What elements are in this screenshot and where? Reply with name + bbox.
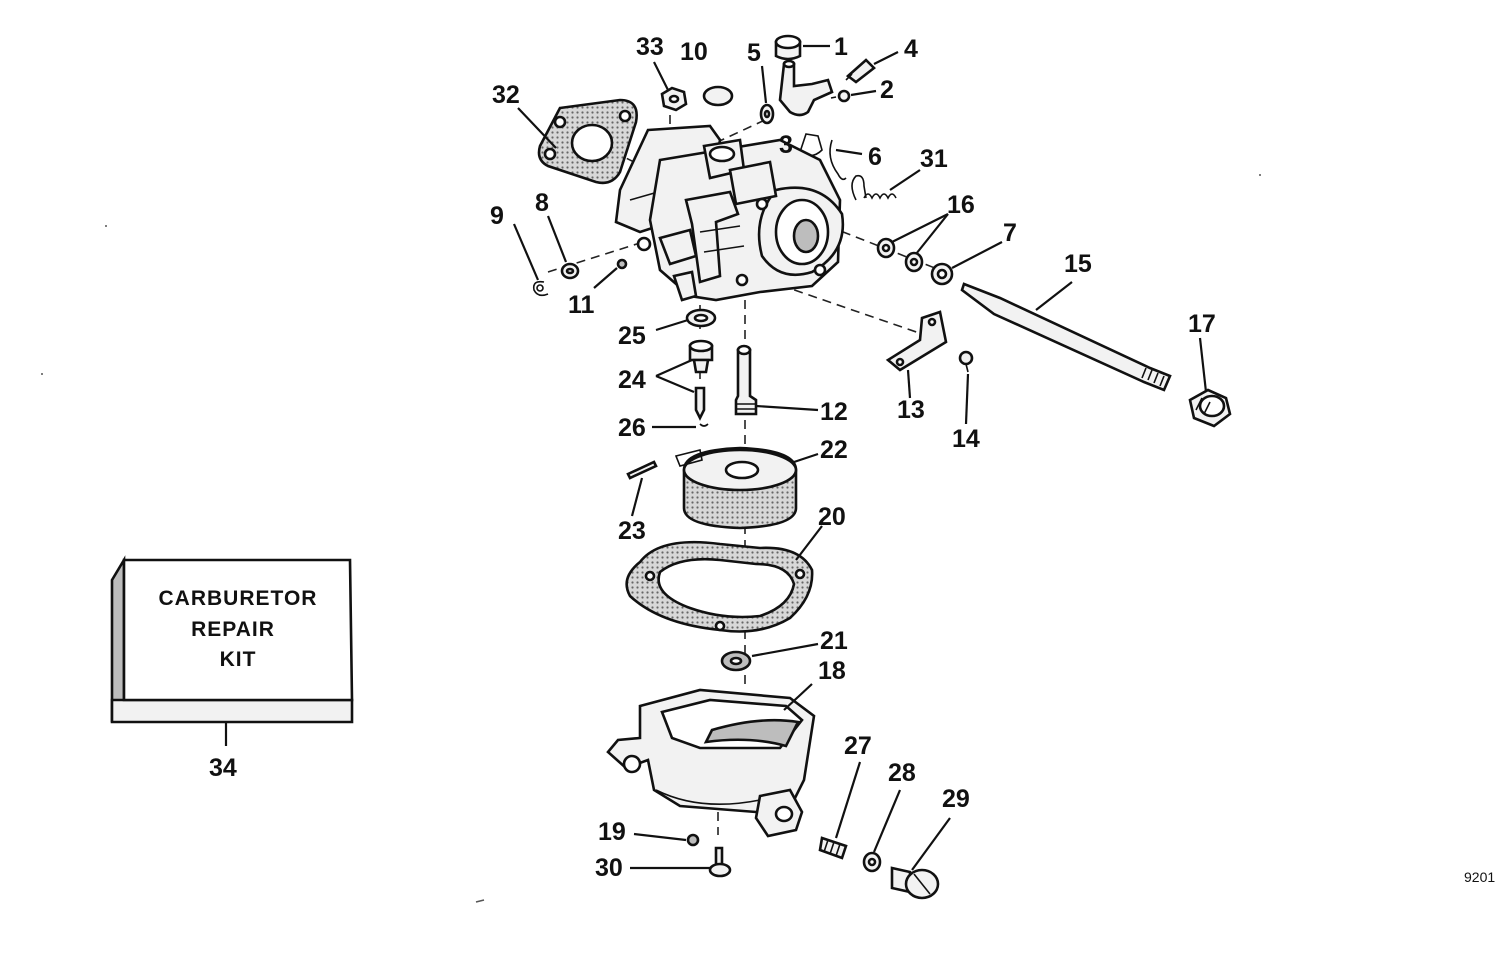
part-packing-16 — [876, 237, 924, 273]
callout-7: 7 — [1003, 219, 1017, 247]
part-cap — [774, 34, 802, 61]
part-small-screw — [830, 89, 851, 103]
callout-2: 2 — [880, 76, 894, 104]
callout-8: 8 — [535, 189, 549, 217]
part-clip-26 — [699, 423, 709, 427]
callout-18: 18 — [818, 657, 846, 685]
part-plug-17 — [1188, 388, 1232, 428]
part-ball-11 — [616, 258, 628, 270]
repair-kit-box — [110, 555, 354, 724]
part-high-speed-needle — [960, 282, 1172, 392]
part-welch-plug — [702, 85, 734, 107]
callout-16: 16 — [947, 191, 975, 219]
kit-label-line1: CARBURETOR — [159, 587, 318, 610]
part-bracket — [885, 310, 948, 372]
part-float-pin — [626, 460, 658, 480]
callout-15: 15 — [1064, 250, 1092, 278]
part-bowl-screw — [708, 846, 732, 878]
callout-6: 6 — [868, 143, 882, 171]
part-nut — [660, 86, 688, 112]
part-needle-seat — [688, 339, 714, 374]
callout-1: 1 — [834, 33, 848, 61]
callout-14: 14 — [952, 425, 980, 453]
callout-32: 32 — [492, 81, 520, 109]
part-carburetor-body — [614, 124, 845, 302]
part-float-bowl — [606, 688, 816, 838]
callout-4: 4 — [904, 35, 918, 63]
callout-28: 28 — [888, 759, 916, 787]
callout-19: 19 — [598, 818, 626, 846]
part-throttle-spring — [851, 174, 897, 201]
callout-10: 10 — [680, 38, 708, 66]
part-idle-needle — [845, 58, 876, 84]
figure-number: 9201 — [1464, 869, 1495, 885]
callout-17: 17 — [1188, 310, 1216, 338]
callout-34: 34 — [209, 754, 237, 782]
part-packing-nut-7 — [930, 262, 954, 286]
callout-26: 26 — [618, 414, 646, 442]
callout-27: 27 — [844, 732, 872, 760]
part-bracket-screw — [958, 350, 974, 373]
kit-label-line2: REPAIR — [191, 618, 275, 641]
callout-21: 21 — [820, 627, 848, 655]
scan-specks — [41, 174, 1261, 903]
part-washer-28 — [862, 851, 882, 873]
callout-12: 12 — [820, 398, 848, 426]
part-drain-screw-29 — [890, 866, 940, 900]
part-drain-plug-27 — [818, 836, 848, 860]
callout-20: 20 — [818, 503, 846, 531]
part-fuel-fitting — [778, 59, 834, 117]
part-jet — [720, 650, 752, 672]
part-inlet-needle — [694, 386, 706, 421]
part-flange-gasket — [537, 98, 638, 185]
part-washer-8 — [560, 262, 580, 280]
callout-25: 25 — [618, 322, 646, 350]
callout-3: 3 — [779, 131, 793, 159]
callout-29: 29 — [942, 785, 970, 813]
part-ball-19 — [686, 833, 700, 847]
callout-24: 24 — [618, 366, 646, 394]
callout-11: 11 — [568, 291, 595, 319]
part-main-nozzle — [734, 344, 758, 416]
callout-5: 5 — [747, 39, 761, 67]
part-gasket-25 — [685, 308, 717, 328]
callout-33: 33 — [636, 33, 664, 61]
callout-23: 23 — [618, 517, 646, 545]
part-e-clip — [532, 280, 549, 297]
kit-label-line3: KIT — [220, 648, 257, 671]
part-float — [674, 446, 798, 530]
callout-30: 30 — [595, 854, 623, 882]
callout-9: 9 — [490, 202, 504, 230]
callout-13: 13 — [897, 396, 925, 424]
callout-22: 22 — [820, 436, 848, 464]
part-bowl-gasket — [625, 540, 814, 633]
callout-labels: 1 4 5 10 33 2 32 3 6 31 16 7 9 8 11 15 1… — [209, 33, 1216, 882]
callout-31: 31 — [920, 145, 948, 173]
part-washer-5 — [759, 103, 775, 125]
